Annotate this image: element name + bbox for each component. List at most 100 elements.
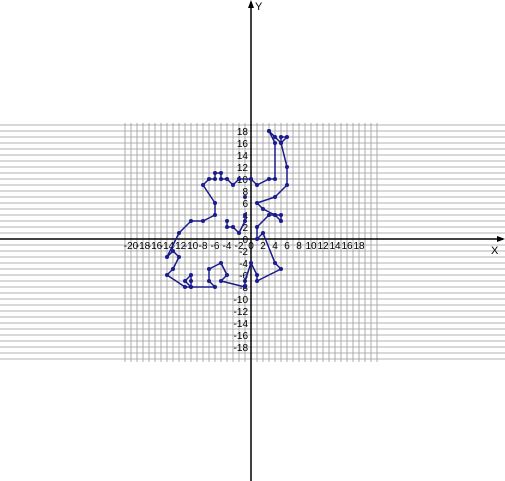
data-point [243, 213, 247, 217]
data-point [213, 285, 217, 289]
x-tick-label: 4 [272, 241, 278, 252]
data-point [279, 219, 283, 223]
x-tick-label: 0 [248, 241, 254, 252]
data-point [279, 267, 283, 271]
data-point [285, 165, 289, 169]
y-axis-arrow-icon [248, 0, 254, 8]
data-point [207, 177, 211, 181]
data-point [273, 213, 277, 217]
data-point [273, 135, 277, 139]
y-tick-label: 12 [237, 163, 249, 174]
data-point [267, 213, 271, 217]
data-point [207, 279, 211, 283]
data-point [255, 273, 259, 277]
data-point [267, 177, 271, 181]
data-point [177, 231, 181, 235]
data-point [213, 177, 217, 181]
data-point [285, 183, 289, 187]
y-tick-label: 0 [242, 235, 248, 246]
x-tick-label: 10 [305, 241, 317, 252]
data-point [231, 183, 235, 187]
data-point [183, 279, 187, 283]
x-tick-label: -12 [172, 241, 187, 252]
x-axis-label: X [491, 245, 499, 257]
data-point [201, 183, 205, 187]
data-point [207, 267, 211, 271]
y-tick-label: 18 [237, 127, 249, 138]
data-point [243, 279, 247, 283]
x-tick-label: -2 [235, 241, 244, 252]
x-tick-label: -6 [211, 241, 220, 252]
x-axis-arrow-icon [497, 236, 505, 242]
y-tick-label: 16 [237, 139, 249, 150]
data-point [171, 267, 175, 271]
data-point [249, 261, 253, 265]
data-point [183, 285, 187, 289]
data-point [237, 231, 241, 235]
y-tick-label: -16 [234, 331, 249, 342]
x-tick-label: 14 [329, 241, 341, 252]
data-point [213, 201, 217, 205]
x-tick-label: 8 [296, 241, 302, 252]
y-tick-label: 2 [242, 223, 248, 234]
data-point [279, 141, 283, 145]
data-point [237, 177, 241, 181]
data-point [255, 201, 259, 205]
y-tick-label: -18 [234, 343, 249, 354]
data-point [213, 171, 217, 175]
data-point [273, 195, 277, 199]
x-tick-label: -10 [184, 241, 199, 252]
data-point [249, 177, 253, 181]
data-point [231, 225, 235, 229]
x-tick-label: 16 [341, 241, 353, 252]
y-axis-label: Y [255, 1, 263, 13]
x-tick-label: -8 [199, 241, 208, 252]
data-point [243, 285, 247, 289]
data-point [255, 279, 259, 283]
y-tick-label: -6 [239, 271, 248, 282]
data-point [189, 273, 193, 277]
data-point [219, 279, 223, 283]
data-point [165, 255, 169, 259]
x-tick-label: -20 [124, 241, 139, 252]
data-point [225, 177, 229, 181]
x-tick-label: -14 [160, 241, 175, 252]
data-point [219, 177, 223, 181]
data-point [219, 261, 223, 265]
data-point [255, 225, 259, 229]
y-tick-label: 6 [242, 199, 248, 210]
data-point [201, 219, 205, 223]
x-tick-label: -4 [223, 241, 232, 252]
data-point [273, 261, 277, 265]
isolated-point [243, 195, 247, 199]
y-tick-label: -4 [239, 259, 248, 270]
data-point [261, 231, 265, 235]
x-tick-label: -16 [148, 241, 163, 252]
data-point [273, 177, 277, 181]
data-point [279, 213, 283, 217]
data-point [279, 135, 283, 139]
data-point [219, 171, 223, 175]
y-tick-label: -14 [234, 319, 249, 330]
data-point [189, 279, 193, 283]
y-tick-label: -12 [234, 307, 249, 318]
data-point [213, 213, 217, 217]
data-points [165, 129, 289, 289]
x-tick-label: 12 [317, 241, 329, 252]
data-point [267, 129, 271, 133]
data-point [255, 183, 259, 187]
grid-lines [0, 123, 505, 362]
data-point [285, 135, 289, 139]
data-point [261, 207, 265, 211]
x-tick-label: 2 [260, 241, 266, 252]
y-tick-label: 8 [242, 187, 248, 198]
data-point [189, 219, 193, 223]
data-point [225, 219, 229, 223]
data-point [243, 219, 247, 223]
data-point [225, 225, 229, 229]
y-tick-label: -2 [239, 247, 248, 258]
data-point [225, 273, 229, 277]
y-tick-label: 10 [237, 175, 249, 186]
data-point [177, 255, 181, 259]
